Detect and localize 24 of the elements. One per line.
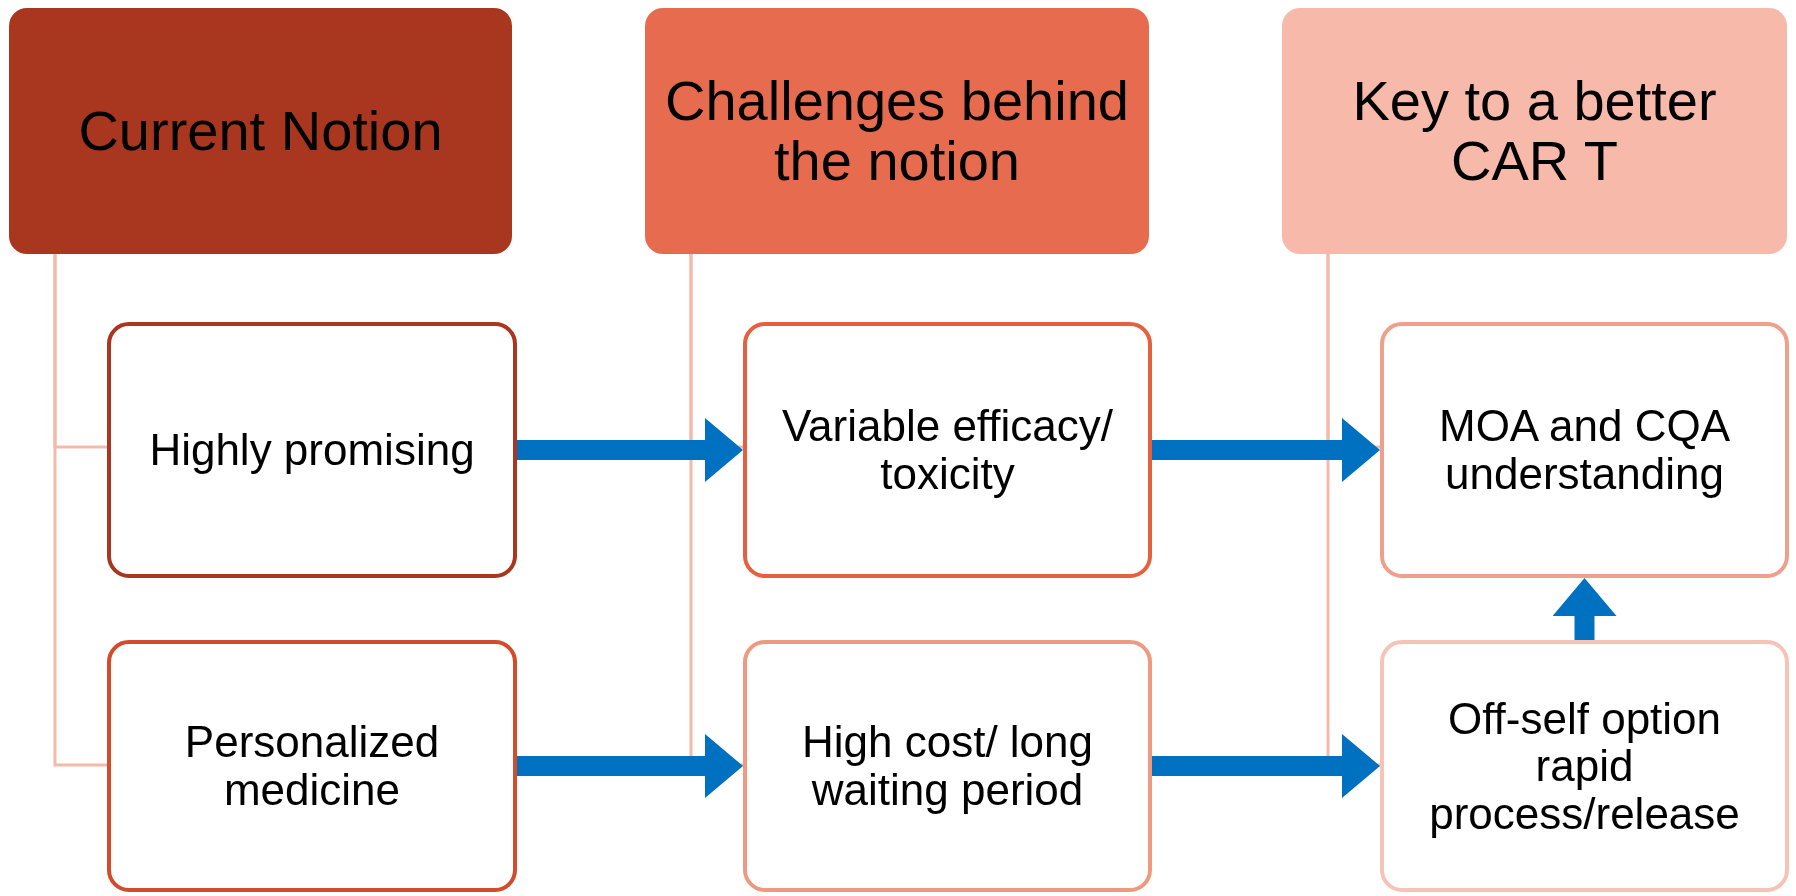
process-box (743, 322, 1152, 578)
arrow (1552, 578, 1617, 640)
header-box (1282, 8, 1787, 254)
process-box (743, 640, 1152, 892)
column-heading: Challenges behind the notion (664, 70, 1130, 192)
process-box (1380, 322, 1789, 578)
process-box (1380, 640, 1789, 892)
arrow (1152, 418, 1380, 482)
box-text: High cost/ long waiting period (800, 718, 1095, 814)
process-box (107, 322, 517, 578)
header-box (645, 8, 1149, 254)
arrow (1152, 734, 1380, 798)
arrow (517, 418, 743, 482)
box-text: MOA and CQA understanding (1438, 402, 1731, 498)
box-text: Highly promising (149, 426, 475, 474)
column-heading: Current Notion (78, 100, 443, 162)
box-text: Off-self option rapid process/release (1428, 694, 1741, 838)
connector-line (53, 254, 107, 767)
box-text: Variable efficacy/ toxicity (781, 402, 1114, 498)
arrow (517, 734, 743, 798)
column-heading: Key to a better CAR T (1351, 70, 1718, 192)
header-box (9, 8, 512, 254)
process-box (107, 640, 517, 892)
box-text: Personalized medicine (183, 718, 441, 814)
